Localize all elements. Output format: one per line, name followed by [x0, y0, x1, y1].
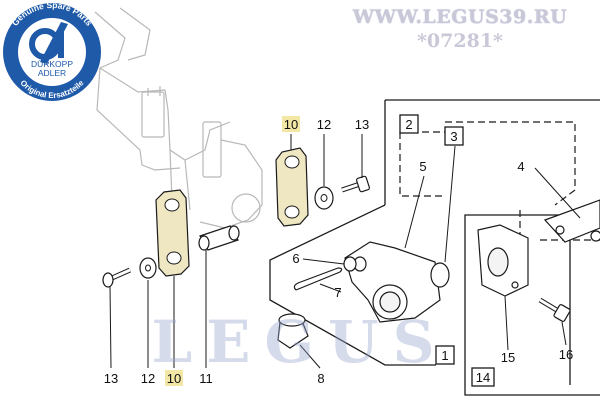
- site-url-header: WWW.LEGUS39.RU: [352, 6, 568, 28]
- pin-part-11: [198, 225, 240, 251]
- bracket-part-15: [477, 224, 529, 297]
- machine-body-outline: [94, 7, 263, 229]
- callout-5: 5: [419, 159, 426, 174]
- screw-part-13-upper: [341, 175, 370, 193]
- callout-16: 16: [559, 347, 573, 362]
- svg-text:14: 14: [476, 370, 490, 385]
- box-label-3: 3: [444, 126, 464, 146]
- rod-part-4: [543, 199, 600, 243]
- leader-lines: [109, 134, 581, 369]
- callout-13-bottom: 13: [104, 371, 118, 386]
- callout-7: 7: [334, 285, 341, 300]
- cap-part-8: [277, 313, 309, 349]
- callout-6: 6: [292, 251, 299, 266]
- assembly-frame-1: [269, 99, 600, 396]
- callout-10-top: 10: [284, 117, 298, 132]
- link-part-10-upper: [275, 147, 309, 227]
- screw-part-13-lower: [102, 267, 132, 288]
- crank-part-5: [344, 241, 450, 323]
- callout-15: 15: [501, 350, 515, 365]
- box-label-2: 2: [399, 114, 419, 134]
- washer-part-12-upper: [314, 186, 334, 210]
- callout-4: 4: [517, 159, 524, 174]
- logo-line-adler: ADLER: [38, 68, 66, 78]
- callout-11: 11: [199, 371, 213, 386]
- durkopp-adler-logo: Genuine Spare Parts Original Ersatzteile…: [3, 0, 101, 101]
- logo-line-durkopp: DÜRKOPP: [31, 59, 73, 69]
- logo-emblem-icon: [29, 22, 68, 64]
- legus-watermark: LEGUS: [151, 308, 449, 376]
- box-label-14: 14: [471, 367, 495, 387]
- washer-part-12-lower: [139, 257, 157, 279]
- svg-text:2: 2: [405, 117, 412, 132]
- link-part-10-lower: [155, 189, 190, 277]
- callout-10-bottom: 10: [167, 371, 181, 386]
- box-label-1: 1: [435, 345, 455, 365]
- svg-text:1: 1: [441, 348, 448, 363]
- screw-part-16: [538, 297, 571, 322]
- svg-text:3: 3: [450, 129, 457, 144]
- spring-part-7: [293, 267, 343, 291]
- callout-8: 8: [317, 371, 324, 386]
- article-id: *07281*: [417, 30, 503, 52]
- callout-12-top: 12: [317, 117, 331, 132]
- pin-part-6: [343, 256, 357, 272]
- callout-12-bottom: 12: [141, 371, 155, 386]
- callout-13-top: 13: [355, 117, 369, 132]
